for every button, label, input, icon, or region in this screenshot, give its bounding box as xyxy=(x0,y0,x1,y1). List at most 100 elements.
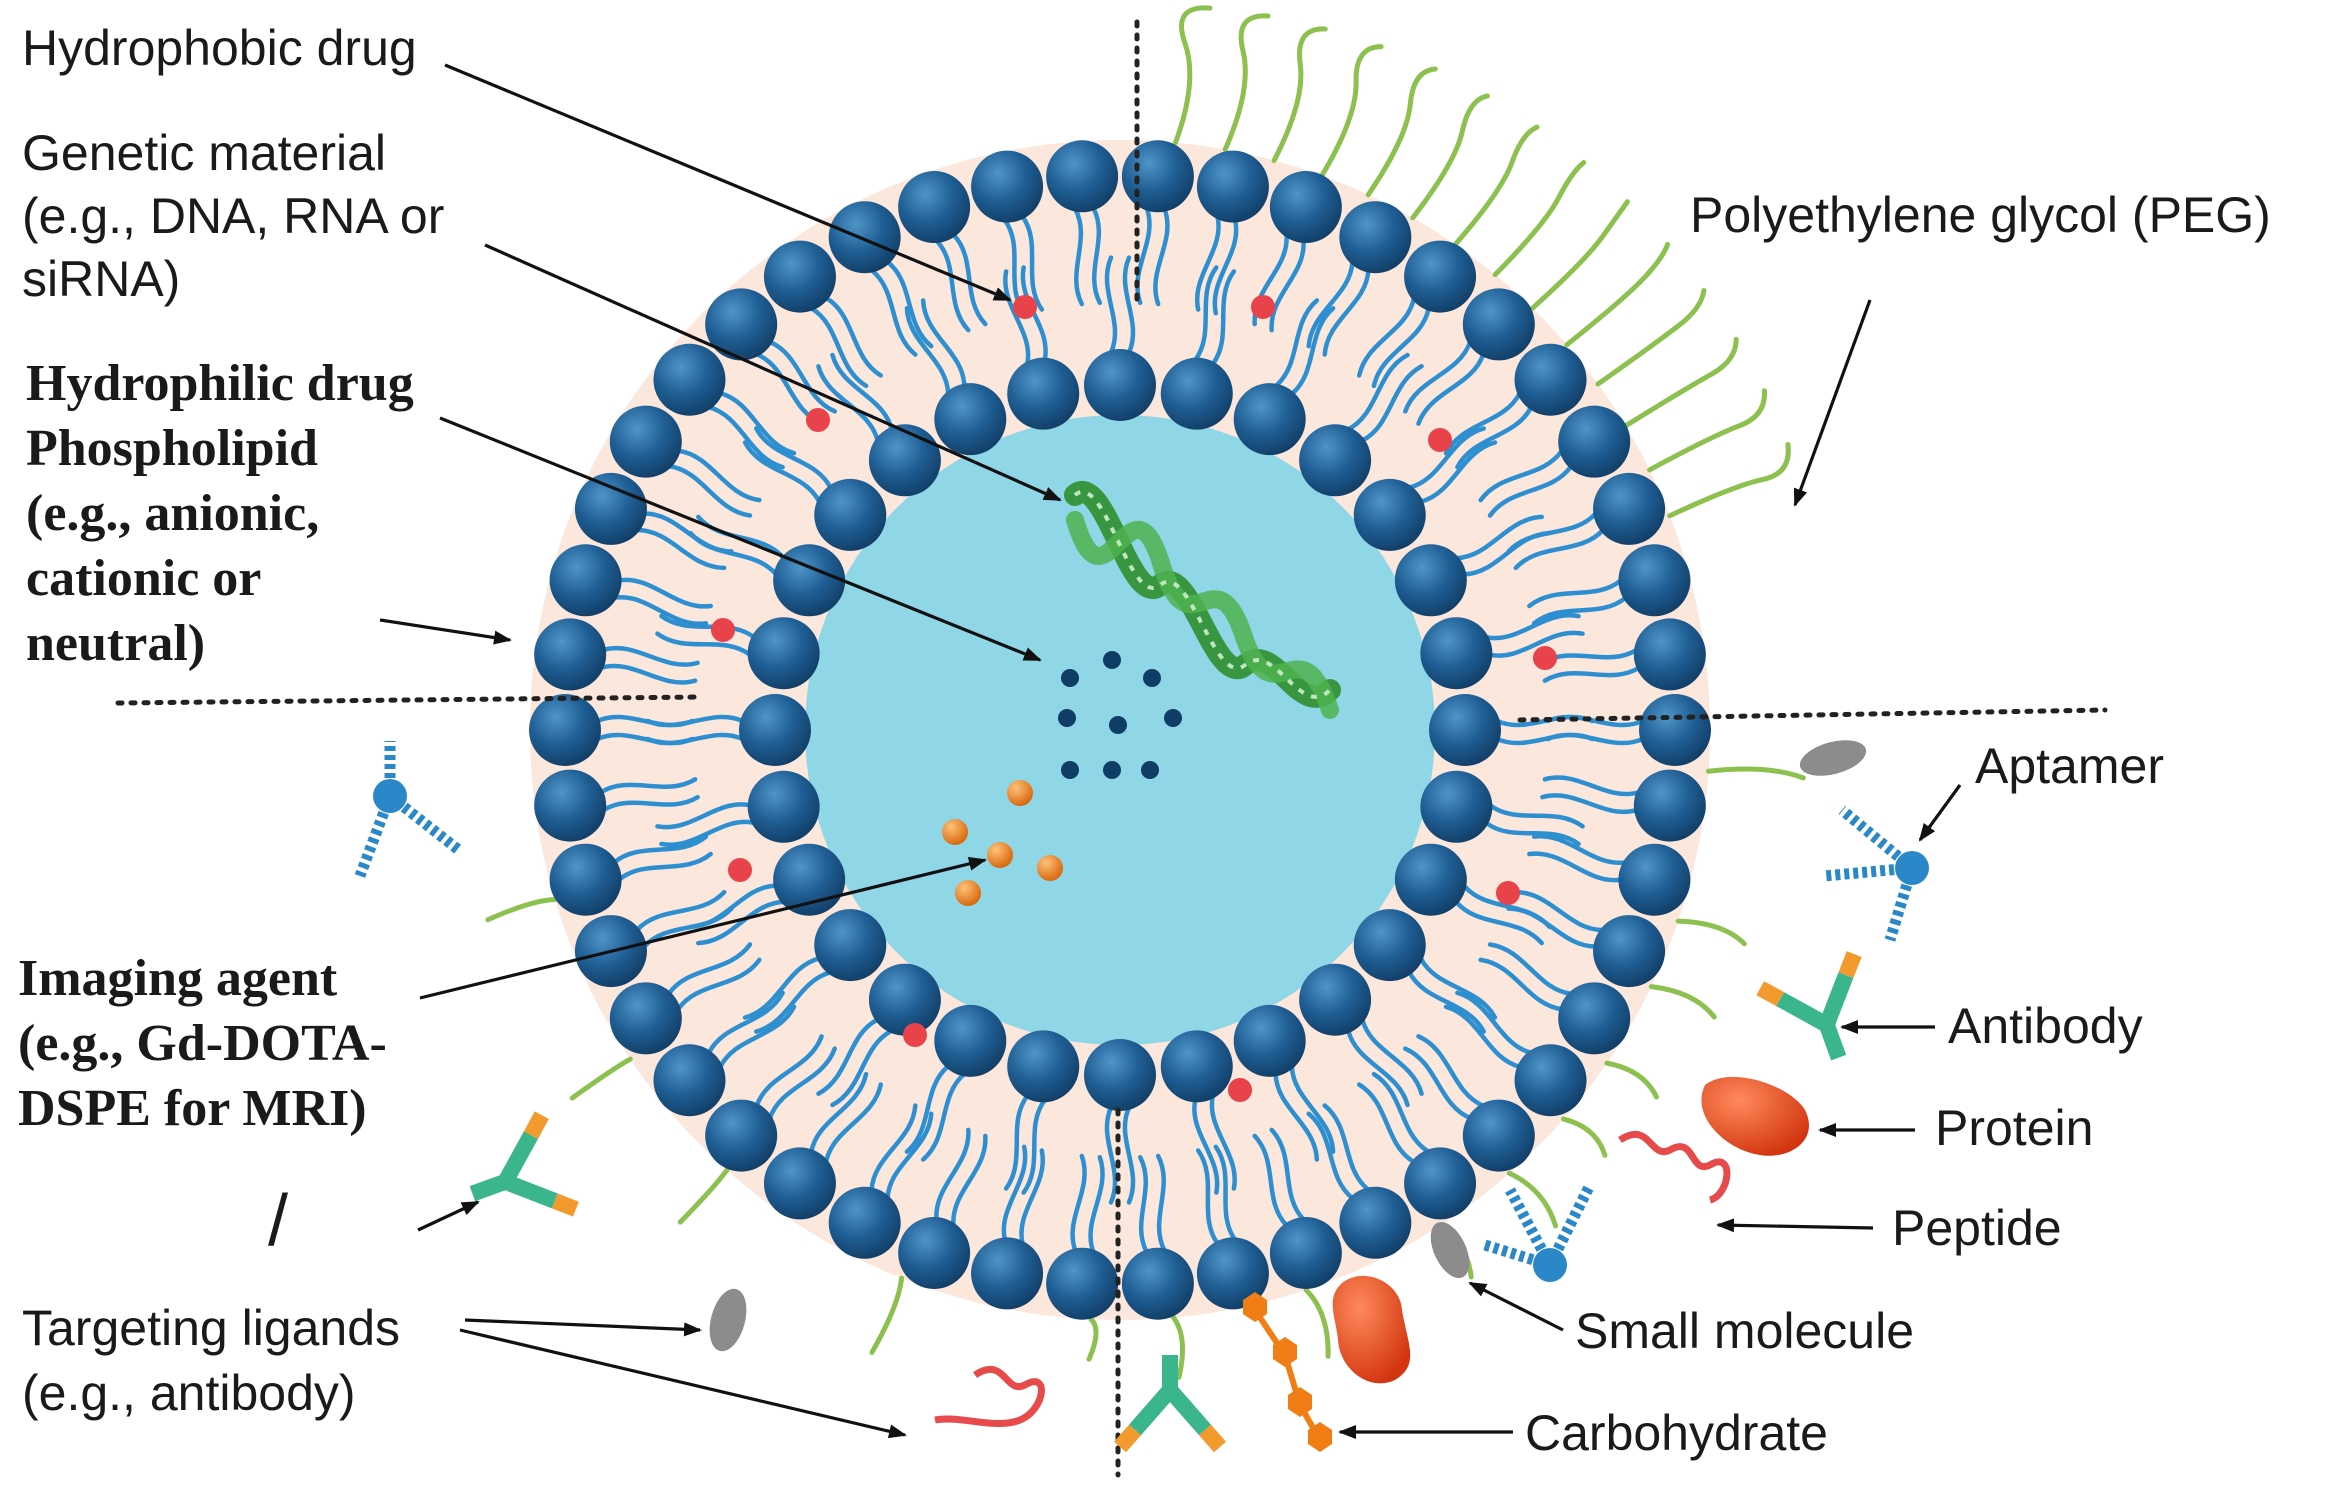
hydrophilic-drug-dots xyxy=(1058,651,1182,779)
label-carbohydrate: Carbohydrate xyxy=(1525,1405,1828,1461)
imaging-agent-dot xyxy=(987,842,1013,868)
phospholipid-head-icon xyxy=(747,770,820,843)
hydrophobic-drug-dot xyxy=(1013,295,1037,319)
hydrophilic-drug-dot xyxy=(1061,669,1079,687)
quadrant-dividers xyxy=(115,19,2108,1478)
aptamer-icon xyxy=(1483,1182,1595,1282)
phospholipid-head-icon xyxy=(1633,769,1706,842)
phospholipid-head-icon xyxy=(1233,383,1306,456)
inner-leaflet-heads xyxy=(739,349,1501,1111)
phospholipid-head-icon xyxy=(1196,150,1269,223)
label-imaging-agent-example: (e.g., Gd-DOTA- xyxy=(18,1015,387,1072)
hydrophilic-drug-dot xyxy=(1109,716,1127,734)
phospholipid-head-icon xyxy=(814,478,887,551)
label-protein: Protein xyxy=(1935,1100,2093,1156)
phospholipid-head-icon xyxy=(529,694,601,766)
antibody-icon xyxy=(469,1111,579,1217)
phospholipid-head-icon xyxy=(1233,1004,1306,1077)
label-targeting-ligands: Targeting ligands xyxy=(22,1300,400,1356)
phospholipid-head-icon xyxy=(1269,1216,1342,1289)
phospholipid-head-icon xyxy=(1007,357,1080,430)
imaging-agent-dots xyxy=(942,780,1063,906)
phospholipid-head-icon xyxy=(934,383,1007,456)
hydrophobic-drug-dot xyxy=(728,858,752,882)
inner-leaflet-tails xyxy=(645,255,1595,1205)
phospholipid-head-icon xyxy=(1462,288,1535,361)
phospholipid-head-icon xyxy=(534,769,607,842)
phospholipid-head-icon xyxy=(1618,544,1691,617)
hydrophobic-drug-dots xyxy=(711,295,1557,1102)
imaging-agent-dot xyxy=(955,880,981,906)
phospholipid-head-icon xyxy=(898,171,971,244)
phospholipid-head-icon xyxy=(609,405,682,478)
label-phospholipid-example: cationic or xyxy=(26,550,261,607)
phospholipid-head-icon xyxy=(653,1044,726,1117)
phospholipid-head-icon xyxy=(934,1004,1007,1077)
label-genetic-material-example: (e.g., DNA, RNA or xyxy=(22,188,444,244)
surface-ligands xyxy=(354,740,1929,1453)
phospholipid-head-icon xyxy=(1420,617,1493,690)
phospholipid-head-icon xyxy=(1121,140,1194,213)
phospholipid-head-icon xyxy=(1046,140,1119,213)
phospholipid-head-icon xyxy=(1462,1099,1535,1172)
aptamer-icon xyxy=(354,741,464,878)
liposome xyxy=(485,5,1806,1380)
small-molecule-icon xyxy=(1430,1221,1470,1279)
phospholipid-head-icon xyxy=(1394,544,1467,617)
phospholipid-head-icon xyxy=(1633,618,1706,691)
hydrophobic-drug-dot xyxy=(1533,646,1557,670)
phospholipid-head-icon xyxy=(763,240,836,313)
phospholipid-head-icon xyxy=(1160,1030,1233,1103)
hydrophobic-drug-dot xyxy=(1496,881,1520,905)
hydrophilic-drug-dot xyxy=(1143,669,1161,687)
phospholipid-head-icon xyxy=(1196,1237,1269,1310)
aptamer-icon xyxy=(1823,805,1929,942)
hydrophobic-drug-dot xyxy=(806,408,830,432)
phospholipid-head-icon xyxy=(1514,1044,1587,1117)
phospholipid-head-icon xyxy=(1394,843,1467,916)
label-hydrophilic-drug: Hydrophilic drug xyxy=(26,355,414,412)
phospholipid-head-icon xyxy=(1618,843,1691,916)
carbohydrate-chain-icon xyxy=(1243,1292,1332,1452)
phospholipid-head-icon xyxy=(868,963,941,1036)
phospholipid-head-icon xyxy=(1558,405,1631,478)
antibody-icon xyxy=(1114,1355,1226,1453)
phospholipid-head-icon xyxy=(705,288,778,361)
label-peptide: Peptide xyxy=(1892,1200,2062,1256)
phospholipid-head-icon xyxy=(739,694,811,766)
phospholipid-head-icon xyxy=(549,544,622,617)
phospholipid-head-icon xyxy=(574,472,647,545)
ligand-stems xyxy=(485,766,1806,1380)
protein-icon xyxy=(1701,1076,1809,1156)
label-aptamer: Aptamer xyxy=(1975,738,2164,794)
phospholipid-head-icon xyxy=(549,843,622,916)
hydrophilic-drug-dot xyxy=(1103,651,1121,669)
phospholipid-head-icon xyxy=(828,201,901,274)
hydrophobic-drug-dot xyxy=(1251,295,1275,319)
phospholipid-head-icon xyxy=(1558,982,1631,1055)
phospholipid-head-icon xyxy=(898,1216,971,1289)
phospholipid-head-icon xyxy=(1593,472,1666,545)
small-molecule-icon xyxy=(709,1288,747,1352)
phospholipid-head-icon xyxy=(971,1237,1044,1310)
hydrophilic-drug-dot xyxy=(1061,761,1079,779)
phospholipid-head-icon xyxy=(1299,424,1372,497)
phospholipid-head-icon xyxy=(1269,171,1342,244)
phospholipid-head-icon xyxy=(814,909,887,982)
phospholipid-head-icon xyxy=(1639,694,1711,766)
phospholipid-head-icon xyxy=(747,617,820,690)
dna-helix-icon xyxy=(1064,481,1341,719)
peptide-helix-icon xyxy=(934,1365,1045,1427)
phospholipid-head-icon xyxy=(1007,1030,1080,1103)
imaging-agent-dot xyxy=(942,819,968,845)
small-molecule-icon xyxy=(1799,740,1867,776)
hydrophilic-drug-dot xyxy=(1058,709,1076,727)
slash-mark: / xyxy=(268,1181,288,1261)
protein-icon xyxy=(1332,1275,1411,1384)
hydrophobic-drug-dot xyxy=(711,618,735,642)
label-peg: Polyethylene glycol (PEG) xyxy=(1690,187,2271,243)
phospholipid-head-icon xyxy=(1353,478,1426,551)
label-genetic-material: Genetic material xyxy=(22,125,386,181)
label-antibody: Antibody xyxy=(1948,998,2143,1054)
